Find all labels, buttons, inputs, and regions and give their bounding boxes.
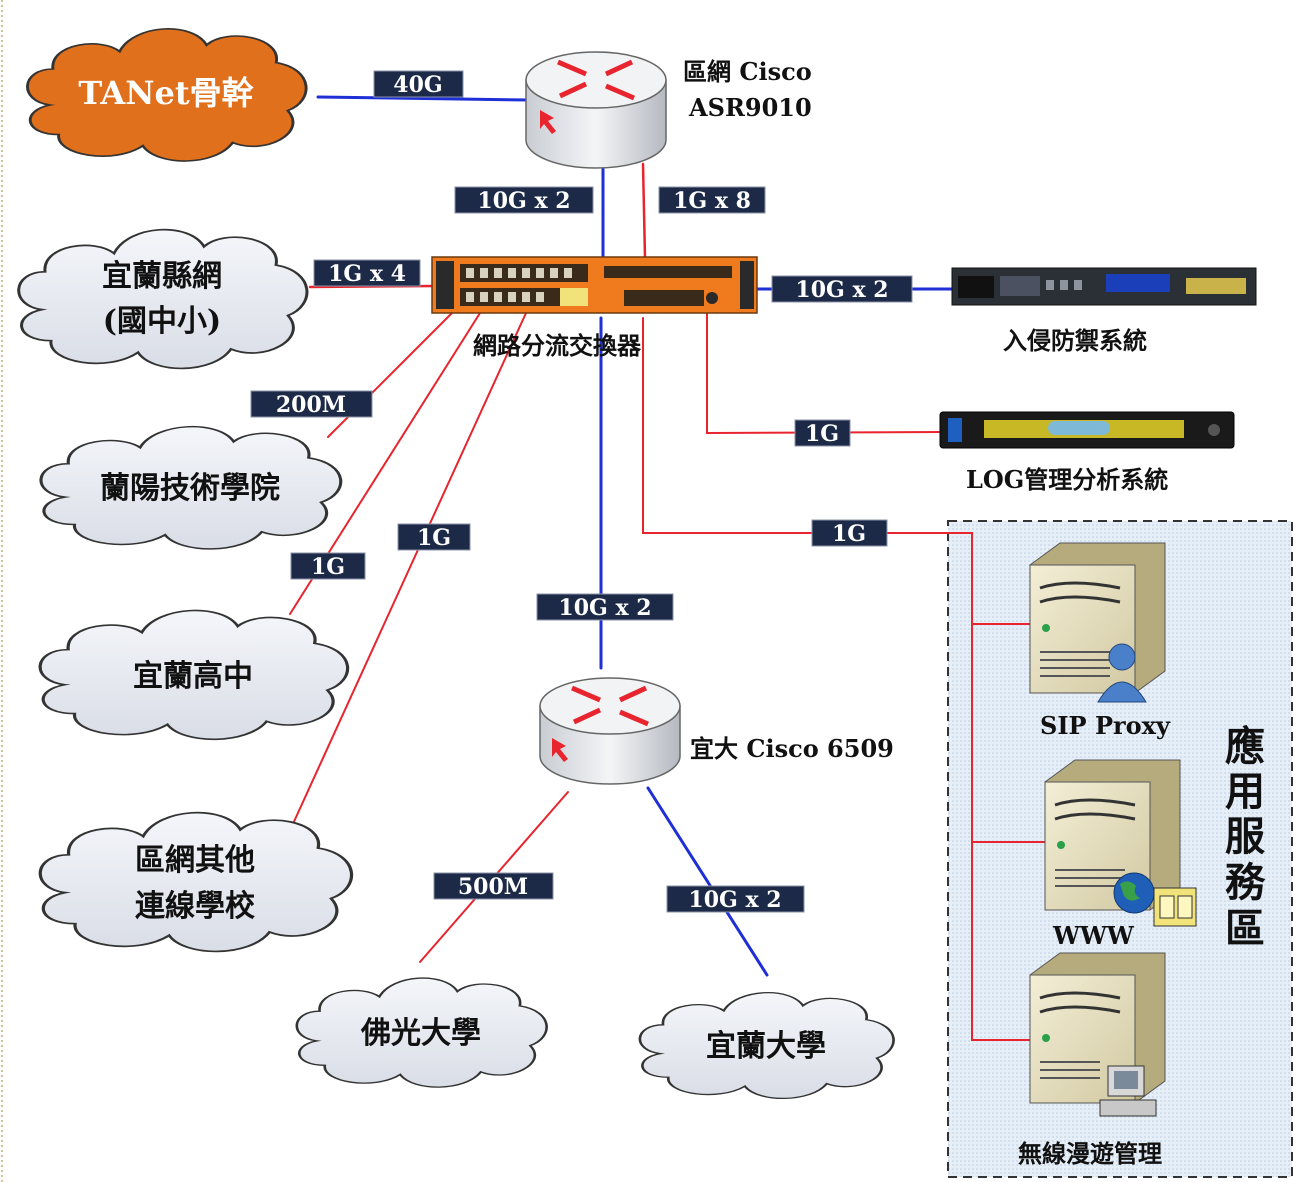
cloud-yilan-county-label-1: 宜蘭縣網 <box>102 259 222 294</box>
film-icon <box>1153 887 1197 927</box>
cloud-foguang: 佛光大學 <box>297 978 547 1087</box>
svg-text:務: 務 <box>1225 859 1266 906</box>
cloud-yilan-county: 宜蘭縣網 (國中小) <box>19 230 307 369</box>
svg-text:10G x 2: 10G x 2 <box>558 595 651 621</box>
label-switch-campus: 10G x 2 <box>536 593 674 621</box>
cloud-other-label-2: 連線學校 <box>135 889 255 924</box>
campus-router-label: 宜大 Cisco 6509 <box>690 734 894 763</box>
switch-label: 網路分流交換器 <box>473 331 642 360</box>
svg-text:40G: 40G <box>393 72 442 98</box>
label-services: 1G <box>811 519 888 547</box>
router-side-arrows-icon <box>540 110 556 134</box>
svg-text:1G x 4: 1G x 4 <box>328 261 406 287</box>
svg-text:1G: 1G <box>805 421 839 447</box>
label-log: 1G <box>794 419 851 447</box>
user-icon <box>1097 643 1147 703</box>
router-side-arrows-icon <box>552 738 568 762</box>
label-niu: 10G x 2 <box>666 885 805 913</box>
svg-text:應: 應 <box>1225 723 1265 770</box>
svg-text:服: 服 <box>1225 813 1265 860</box>
core-router-label-1: 區網 Cisco <box>683 57 812 86</box>
svg-text:用: 用 <box>1225 768 1265 815</box>
label-lanyang: 200M <box>250 390 373 418</box>
service-zone-label: 應 用 服 務 區 <box>1225 723 1266 952</box>
cloud-yilan-county-label-2: (國中小) <box>103 304 221 339</box>
link-log <box>706 313 946 435</box>
www-label: WWW <box>1052 921 1135 950</box>
svg-text:200M: 200M <box>276 392 346 418</box>
label-foguang: 500M <box>433 872 554 900</box>
link-labels: 40G 10G x 2 1G x 8 1G x 4 10G x 2 200M 1… <box>250 70 913 913</box>
link-services <box>642 317 1031 1041</box>
wireless-label: 無線漫遊管理 <box>1018 1139 1162 1168</box>
computer-icon <box>1099 1065 1157 1117</box>
ips-appliance: 入侵防禦系統 <box>951 267 1257 355</box>
label-other: 1G <box>397 523 471 551</box>
cloud-lanyang: 蘭陽技術學院 <box>41 427 341 549</box>
cloud-foguang-label: 佛光大學 <box>360 1016 481 1051</box>
server-wireless: 無線漫遊管理 <box>1018 952 1166 1168</box>
link-other <box>291 312 527 827</box>
log-label: LOG管理分析系統 <box>966 465 1168 494</box>
cloud-tanet: TANet骨幹 <box>27 29 306 161</box>
label-core-switch-red: 1G x 8 <box>658 186 766 214</box>
link-tanet-core <box>316 95 530 102</box>
svg-text:1G: 1G <box>311 554 345 580</box>
tap-switch: 網路分流交換器 <box>431 256 758 360</box>
label-core-switch-blue: 10G x 2 <box>454 186 594 214</box>
label-county-switch: 1G x 4 <box>313 259 421 287</box>
svg-text:10G x 2: 10G x 2 <box>795 277 888 303</box>
svg-text:1G: 1G <box>417 525 451 551</box>
label-switch-ips: 10G x 2 <box>771 275 913 303</box>
svg-text:1G: 1G <box>832 521 866 547</box>
label-tanet-core: 40G <box>373 70 464 98</box>
svg-text:10G x 2: 10G x 2 <box>477 188 570 214</box>
svg-text:區: 區 <box>1225 905 1265 952</box>
ips-label: 入侵防禦系統 <box>1003 326 1147 355</box>
sip-label: SIP Proxy <box>1040 711 1171 740</box>
router-arrows-icon <box>557 59 635 101</box>
router-arrows-icon <box>571 685 649 727</box>
core-router: 區網 Cisco ASR9010 <box>525 51 812 169</box>
cloud-lanyang-label: 蘭陽技術學院 <box>100 471 280 506</box>
cloud-yilan-hs: 宜蘭高中 <box>40 610 347 739</box>
link-core-switch-red <box>641 162 647 260</box>
cloud-yilan-hs-label: 宜蘭高中 <box>133 659 253 694</box>
link-campus-niu <box>646 786 769 977</box>
globe-icon <box>1113 872 1155 914</box>
cloud-other-schools: 區網其他 連線學校 <box>40 813 351 952</box>
campus-router: 宜大 Cisco 6509 <box>539 677 894 785</box>
log-appliance: LOG管理分析系統 <box>939 411 1235 494</box>
svg-text:500M: 500M <box>458 874 528 900</box>
svg-text:10G x 2: 10G x 2 <box>688 887 781 913</box>
svg-text:1G x 8: 1G x 8 <box>673 188 751 214</box>
cloud-niu-label: 宜蘭大學 <box>706 1029 826 1064</box>
server-www: WWW <box>1044 759 1197 950</box>
core-router-label-2: ASR9010 <box>688 93 812 122</box>
cloud-niu: 宜蘭大學 <box>640 993 894 1099</box>
link-lanyang <box>327 312 453 438</box>
cloud-tanet-label: TANet骨幹 <box>78 74 254 112</box>
cloud-other-label-1: 區網其他 <box>135 843 255 878</box>
server-sip: SIP Proxy <box>1029 542 1171 740</box>
label-yilan-hs: 1G <box>290 552 366 580</box>
